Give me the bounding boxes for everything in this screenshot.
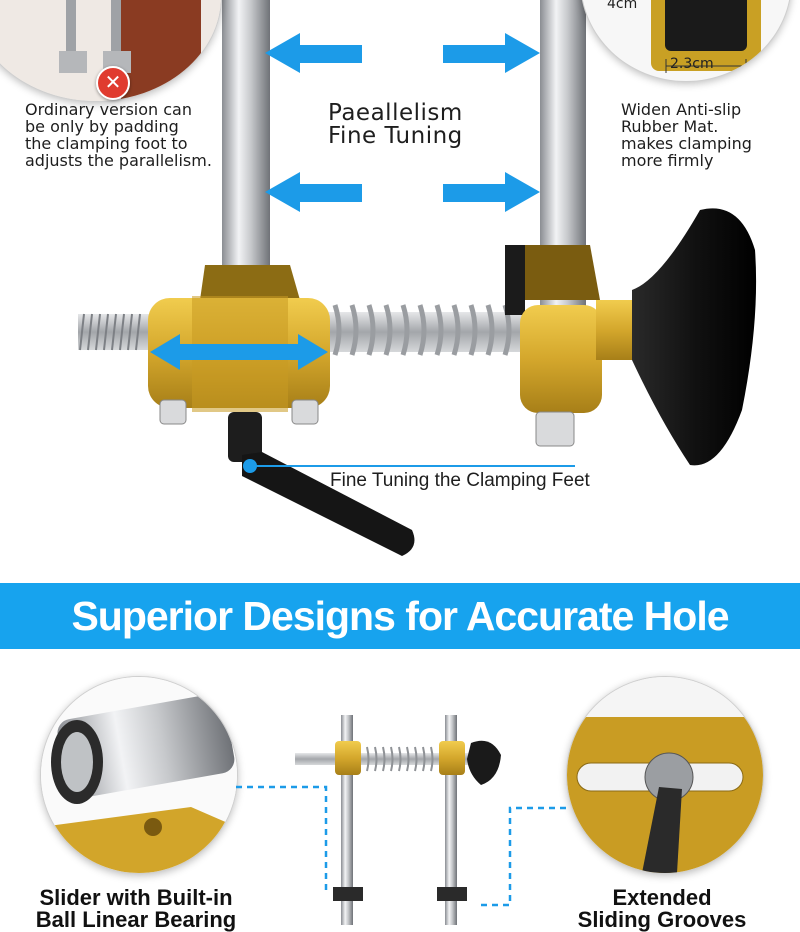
dimension-top: 4cm bbox=[607, 0, 638, 12]
dimension-width: 2.3cm bbox=[670, 56, 714, 72]
double-arrow bbox=[150, 334, 328, 370]
parallelism-title: Paeallelism Fine Tuning bbox=[328, 100, 463, 149]
bearing-label: Slider with Built-in Ball Linear Bearing bbox=[35, 885, 237, 932]
grooves-label: Extended Sliding Grooves bbox=[577, 885, 747, 932]
clamping-feet-callout: Fine Tuning the Clamping Feet bbox=[330, 470, 590, 491]
sliding-grooves-inset bbox=[566, 676, 764, 874]
banner-title: Superior Designs for Accurate Hole openi… bbox=[71, 593, 729, 705]
handle-lever bbox=[242, 452, 415, 556]
right-gold-block bbox=[520, 305, 602, 413]
linear-bearing-inset bbox=[40, 676, 238, 874]
x-mark-icon: ✕ bbox=[96, 66, 130, 100]
ordinary-version-note: Ordinary version can be only by padding … bbox=[25, 100, 212, 170]
clamp-knob bbox=[632, 208, 757, 466]
rubber-mat-note: Widen Anti-slip Rubber Mat. makes clampi… bbox=[621, 100, 752, 170]
handle-stem bbox=[228, 412, 262, 462]
product-thumbnail bbox=[295, 715, 501, 925]
parallelism-arrows bbox=[265, 33, 540, 212]
callout-dot bbox=[243, 459, 257, 473]
product-illustration bbox=[78, 0, 757, 556]
feature-banner: Superior Designs for Accurate Hole openi… bbox=[0, 583, 800, 705]
